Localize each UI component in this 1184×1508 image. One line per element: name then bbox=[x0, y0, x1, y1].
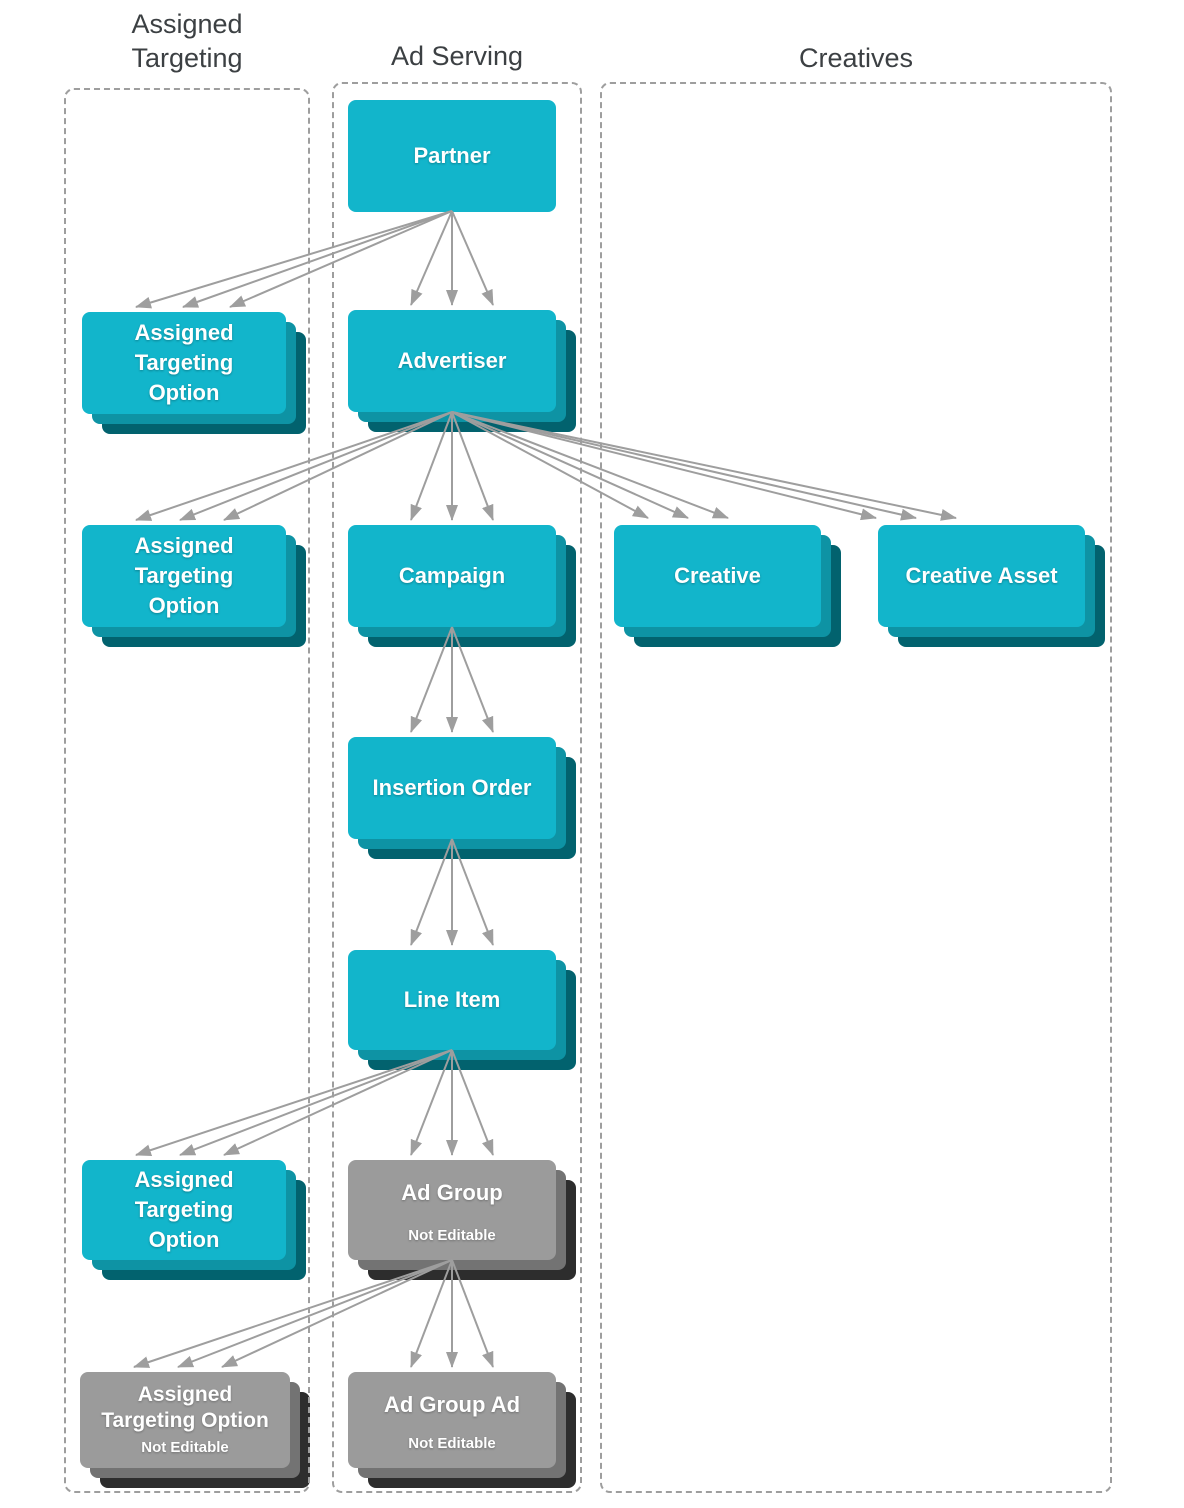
node-campaign-label: Campaign bbox=[398, 563, 506, 589]
node-line-item: Line Item bbox=[348, 950, 576, 1070]
not-editable-badge: Not Editable bbox=[141, 1439, 229, 1456]
not-editable-badge: Not Editable bbox=[408, 1227, 496, 1244]
node-assigned-targeting-option-partner: Assigned Targeting Option bbox=[82, 312, 306, 434]
node-ad-group: Ad Group Not Editable bbox=[348, 1160, 576, 1280]
node-ad-group-ad: Ad Group Ad Not Editable bbox=[348, 1372, 576, 1488]
column-header-creatives: Creatives bbox=[798, 43, 914, 73]
column-ad-serving bbox=[332, 82, 582, 1493]
node-label: Assigned Targeting Option bbox=[134, 1167, 234, 1252]
node-creative-asset-label: Creative Asset bbox=[905, 563, 1058, 589]
column-creatives bbox=[600, 82, 1112, 1493]
node-assigned-targeting-option-line-item: Assigned Targeting Option bbox=[82, 1160, 306, 1280]
node-ad-group-ad-label: Ad Group Ad bbox=[383, 1392, 521, 1417]
node-creative-label: Creative bbox=[674, 563, 761, 589]
node-campaign: Campaign bbox=[348, 525, 576, 647]
node-insertion-order: Insertion Order bbox=[348, 737, 576, 859]
node-advertiser: Advertiser bbox=[348, 310, 576, 432]
node-assigned-targeting-option-ad-group: Assigned Targeting Option Not Editable bbox=[80, 1372, 310, 1488]
column-assigned-targeting bbox=[64, 88, 310, 1493]
node-assigned-targeting-option-advertiser: Assigned Targeting Option bbox=[82, 525, 306, 647]
node-partner: Partner bbox=[348, 100, 556, 212]
not-editable-badge: Not Editable bbox=[408, 1435, 496, 1452]
node-ad-group-label: Ad Group bbox=[401, 1180, 503, 1205]
node-creative-asset: Creative Asset bbox=[878, 525, 1105, 647]
node-line-item-label: Line Item bbox=[403, 987, 501, 1013]
column-header-ad-serving: Ad Serving bbox=[390, 41, 524, 71]
node-label: Assigned Targeting Option bbox=[134, 320, 234, 405]
node-creative: Creative bbox=[614, 525, 841, 647]
node-label: Assigned Targeting Option bbox=[101, 1383, 269, 1433]
column-header-assigned-targeting: Assigned Targeting bbox=[131, 9, 243, 73]
node-advertiser-label: Advertiser bbox=[397, 348, 507, 374]
node-partner-label: Partner bbox=[413, 143, 491, 169]
node-label: Assigned Targeting Option bbox=[134, 533, 234, 618]
node-insertion-order-label: Insertion Order bbox=[372, 775, 532, 801]
